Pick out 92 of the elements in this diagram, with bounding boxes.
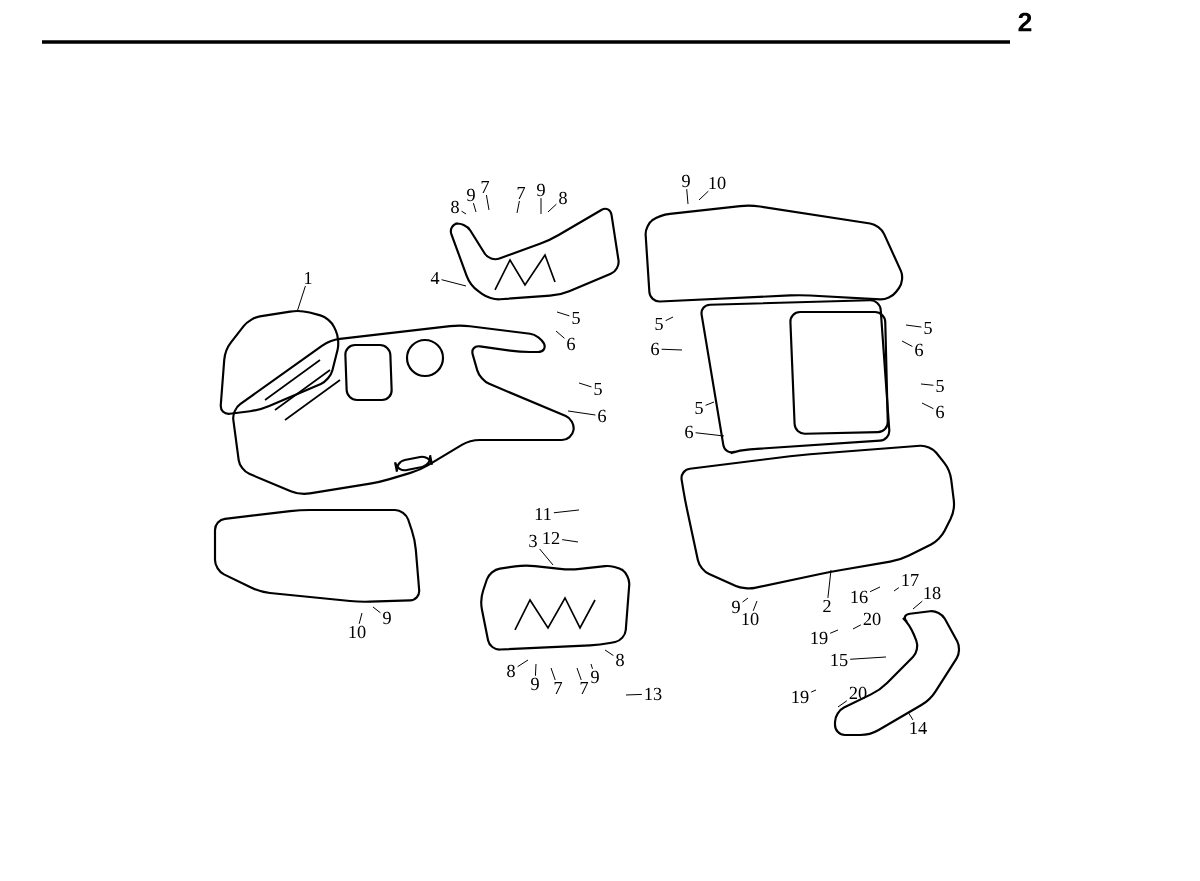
leader-line [625, 693, 643, 696]
callout-number: 13 [645, 687, 662, 701]
leader-line [752, 600, 758, 612]
leader-line [540, 197, 542, 215]
callout-number: 6 [936, 405, 945, 419]
leader-line [539, 548, 554, 566]
callout-number: 6 [685, 425, 694, 439]
callout-number: 5 [936, 379, 944, 393]
callout-number: 9 [682, 174, 690, 188]
leader-line [534, 663, 537, 677]
leader-line [516, 200, 520, 214]
callout-number: 19 [811, 631, 828, 645]
callout-number: 9 [531, 677, 539, 691]
page-number: 2 [1018, 12, 1032, 32]
leader-line [576, 667, 582, 681]
leader-line [901, 340, 913, 347]
callout-number: 4 [430, 271, 440, 284]
callout-number: 11 [535, 507, 551, 521]
callout-number: 9 [591, 670, 599, 684]
leader-line [705, 401, 715, 406]
leader-line [665, 316, 674, 322]
leader-line [567, 410, 596, 416]
callout-number: 17 [902, 573, 919, 587]
leader-line [555, 330, 565, 339]
leader-line [829, 629, 839, 634]
callout-number: 6 [598, 409, 607, 423]
callout-number: 12 [543, 531, 560, 545]
callout-number: 7 [554, 682, 563, 694]
leader-line [920, 383, 934, 386]
leader-line [905, 324, 922, 328]
callout-number: 5 [924, 321, 932, 335]
callout-number: 9 [732, 600, 740, 614]
leader-line [893, 587, 900, 592]
leader-line [485, 194, 490, 211]
leader-line [698, 190, 709, 201]
callout-number: 7 [580, 682, 589, 694]
callout-number: 8 [507, 664, 515, 678]
callout-number: 20 [863, 612, 881, 626]
leader-line [556, 311, 570, 317]
leader-line [604, 649, 614, 657]
leader-line [547, 203, 557, 213]
leader-line [686, 188, 689, 205]
callout-number: 1 [305, 271, 312, 285]
callout-number: 9 [467, 188, 475, 202]
leader-line [907, 711, 914, 721]
leader-line [912, 600, 923, 610]
callout-number: 6 [651, 342, 660, 356]
leader-line [578, 382, 592, 388]
leader-line [837, 700, 848, 708]
callout-number: 9 [383, 611, 391, 625]
leader-line [849, 656, 887, 660]
leader-line [550, 667, 556, 681]
callout-number: 5 [695, 401, 703, 415]
leader-line [661, 348, 683, 351]
leader-line [590, 663, 593, 670]
callout-number: 7 [517, 187, 526, 199]
callout-number: 19 [792, 690, 809, 704]
callout-number: 7 [481, 181, 490, 193]
callout-number: 5 [655, 317, 663, 331]
callout-number: 10 [709, 176, 726, 190]
leader-line [461, 210, 467, 215]
callout-number: 5 [572, 311, 580, 325]
callout-number: 8 [559, 191, 567, 205]
callout-number: 16 [851, 590, 868, 604]
leader-line [441, 279, 467, 287]
callout-number: 10 [742, 612, 759, 626]
leader-line [869, 586, 881, 593]
leader-line [852, 624, 862, 630]
leader-line [742, 597, 749, 603]
callout-number: 6 [915, 343, 924, 357]
callout-number: 10 [349, 625, 366, 639]
leader-line [561, 539, 579, 543]
leader-line [921, 402, 934, 410]
callout-number: 5 [594, 382, 602, 396]
callout-number: 14 [910, 721, 927, 735]
callout-number: 3 [529, 534, 537, 548]
leader-line [695, 432, 725, 437]
leader-line [472, 202, 477, 213]
callout-number: 18 [924, 586, 941, 600]
leader-line [372, 606, 381, 614]
callout-number: 8 [616, 653, 624, 667]
leader-line [517, 659, 529, 668]
callout-number: 6 [567, 337, 576, 351]
leader-line [358, 612, 363, 625]
leader-line [827, 569, 832, 599]
callout-number: 9 [537, 183, 545, 197]
leader-line [296, 285, 306, 313]
leader-line [810, 689, 817, 693]
callout-number: 15 [831, 653, 848, 667]
leader-line [553, 509, 580, 514]
callout-number: 2 [823, 599, 831, 613]
callout-number: 8 [451, 200, 459, 214]
